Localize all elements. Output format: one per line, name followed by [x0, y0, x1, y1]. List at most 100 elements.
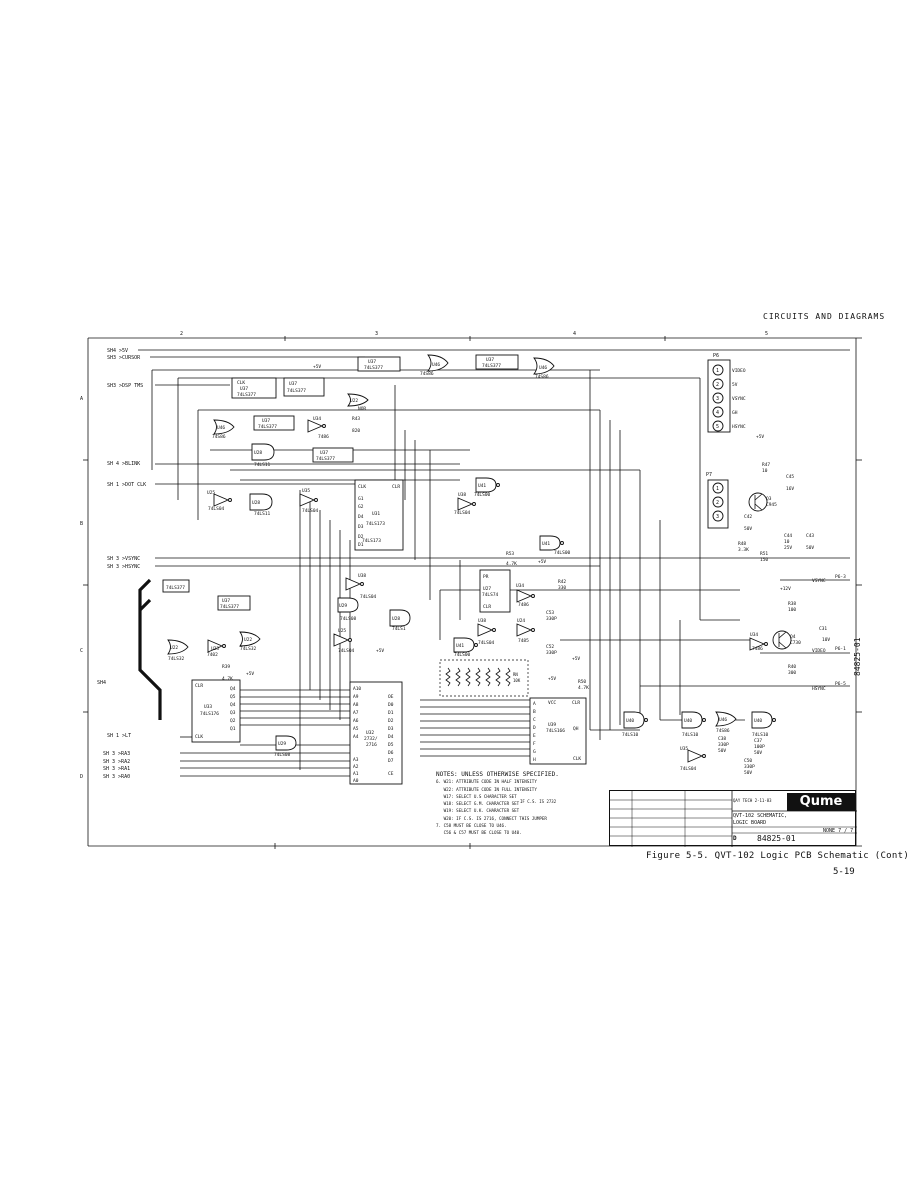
svg-text:CLR: CLR — [483, 604, 491, 610]
grid-row-c: C — [80, 648, 83, 654]
gate-u37-bus-top: 74LS377 — [162, 579, 190, 593]
svg-text:2: 2 — [716, 500, 719, 506]
svg-text:C: C — [533, 717, 536, 723]
svg-text:U28: U28 — [392, 616, 400, 622]
svg-text:U33: U33 — [204, 704, 212, 710]
svg-text:U31: U31 — [372, 511, 380, 517]
svg-text:U41: U41 — [478, 483, 486, 489]
gate-u34-mid: U34 — [516, 583, 535, 603]
svg-text:C45: C45 — [786, 474, 794, 480]
svg-text:E: E — [533, 733, 536, 739]
svg-text:U29: U29 — [278, 741, 286, 747]
svg-text:D: D — [533, 725, 536, 731]
svg-text:74LS04: 74LS04 — [454, 510, 471, 516]
svg-text:C31: C31 — [819, 626, 827, 632]
svg-text:1: 1 — [716, 486, 719, 492]
svg-text:1: 1 — [716, 368, 719, 374]
gate-u29-bottom: U29 — [275, 735, 297, 751]
grid-col-5: 5 — [765, 331, 768, 337]
gate-u34-inverter: U34 — [307, 416, 326, 433]
svg-text:HSYNC: HSYNC — [732, 424, 746, 430]
gate-u23-inverter: U23 — [207, 639, 226, 653]
svg-text:CLK: CLK — [195, 734, 203, 740]
gate-u41-nand-mid: U41 — [453, 637, 478, 653]
svg-text:74LS176: 74LS176 — [200, 711, 219, 717]
svg-text:74LS11: 74LS11 — [254, 462, 271, 468]
svg-text:C42: C42 — [744, 514, 752, 520]
svg-text:F: F — [533, 741, 536, 747]
svg-text:U41: U41 — [456, 643, 464, 649]
gate-u46-right: U46 — [533, 357, 555, 375]
svg-text:Q1: Q1 — [230, 726, 236, 732]
svg-text:74LS04: 74LS04 — [680, 766, 697, 772]
svg-text:3.3K: 3.3K — [738, 547, 749, 553]
svg-text:3: 3 — [716, 514, 719, 520]
svg-text:C38: C38 — [718, 736, 726, 742]
svg-text:C945: C945 — [766, 502, 777, 508]
svg-text:Q4: Q4 — [230, 702, 236, 708]
grid-row-b: B — [80, 521, 83, 527]
svg-text:Q4: Q4 — [230, 686, 236, 692]
note-line: 6. W21: ATTRIBUTE CODE IN HALF INTENSITY — [436, 779, 537, 785]
svg-text:74LS08: 74LS08 — [340, 616, 357, 622]
svg-text:A6: A6 — [353, 718, 359, 724]
svg-text:300: 300 — [788, 670, 796, 676]
svg-text:CLK: CLK — [358, 484, 366, 490]
svg-text:U46: U46 — [539, 365, 547, 371]
svg-text:A4: A4 — [353, 734, 359, 740]
svg-text:74LS04: 74LS04 — [208, 506, 225, 512]
title-block-drawing-number: 84825-01 — [757, 834, 796, 843]
svg-text:R39: R39 — [222, 664, 230, 670]
svg-text:D3: D3 — [358, 524, 364, 530]
svg-text:74S86: 74S86 — [420, 371, 434, 377]
signal-dsp-tms: SH3 >DSP TMS — [107, 383, 143, 389]
gate-u22-nor: U22 — [347, 393, 369, 407]
svg-text:U46: U46 — [719, 717, 727, 723]
gate-u41-nand-top: U41 — [475, 477, 500, 493]
svg-text:PR: PR — [483, 574, 489, 580]
notes-side-label: IF C.S. IS 2732 — [520, 799, 557, 804]
svg-text:D4: D4 — [358, 514, 364, 520]
output-p6-5: P6-5 — [835, 681, 846, 687]
signal-hsync-in: SH 3 >HSYNC — [107, 564, 140, 570]
note-line: W18: SELECT G.M. CHARACTER SET — [436, 801, 520, 807]
svg-text:50V: 50V — [744, 526, 752, 532]
svg-text:U34: U34 — [313, 416, 321, 422]
svg-text:74LS10: 74LS10 — [622, 732, 639, 738]
gate-u28-mid: U28 — [249, 493, 273, 511]
svg-text:C44: C44 — [784, 533, 792, 539]
svg-text:7486: 7486 — [752, 646, 763, 652]
svg-text:10: 10 — [784, 539, 790, 545]
svg-text:A8: A8 — [353, 702, 359, 708]
svg-text:2732/: 2732/ — [364, 736, 378, 742]
grid-col-4: 4 — [573, 331, 576, 337]
svg-text:C50: C50 — [744, 758, 752, 764]
svg-text:U22: U22 — [350, 398, 358, 404]
svg-text:100: 100 — [788, 607, 796, 613]
svg-text:U40: U40 — [754, 718, 762, 724]
svg-text:U28: U28 — [254, 450, 262, 456]
svg-text:U32: U32 — [366, 730, 374, 736]
gate-u22-right: U22 — [239, 631, 261, 647]
page-number: 5-19 — [833, 867, 855, 877]
svg-text:A9: A9 — [353, 694, 359, 700]
signal-ra2: SH 3 >RA2 — [103, 759, 130, 765]
title-block-company: QAY TECH — [733, 798, 753, 803]
svg-text:U37: U37 — [222, 598, 230, 604]
gate-u24-inverter: U24 — [516, 618, 535, 637]
gate-u38-inverter: U38 — [457, 492, 476, 511]
svg-text:74S86: 74S86 — [535, 374, 549, 380]
data-bus-branch — [138, 598, 152, 612]
title-line: QVT-102 SCHEMATIC, — [733, 813, 788, 819]
svg-text:D2: D2 — [388, 718, 394, 724]
gate-u28-top: U28 — [251, 443, 275, 461]
signal-5v: SH4 >5V — [107, 348, 128, 354]
svg-text:+5V: +5V — [548, 676, 556, 682]
svg-text:VIDEO: VIDEO — [732, 368, 746, 374]
